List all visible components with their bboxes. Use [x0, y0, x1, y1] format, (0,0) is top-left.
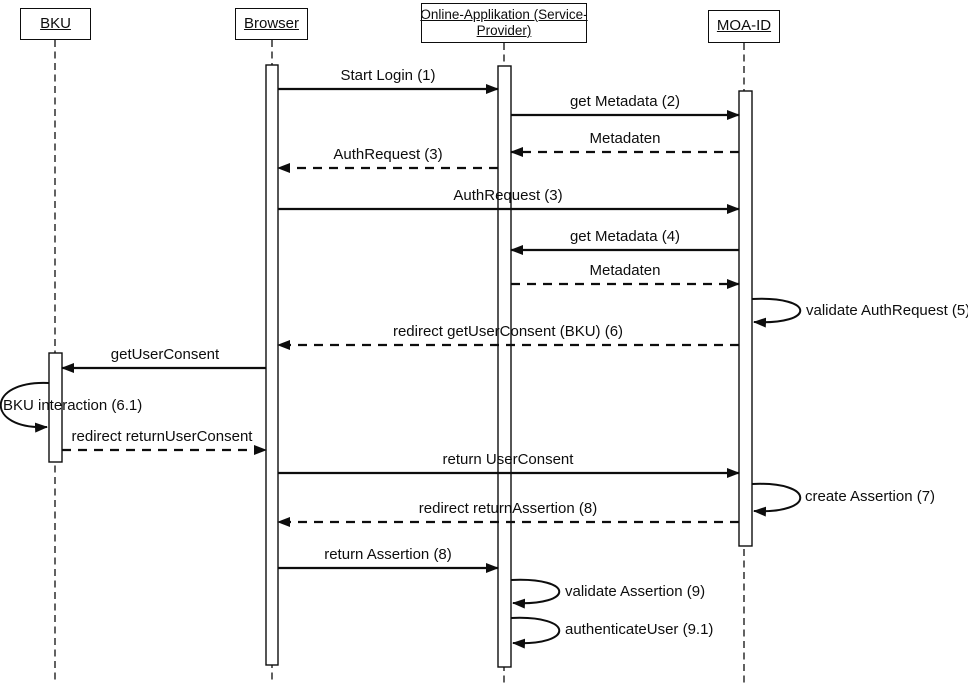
actor-box-oa: Online-Applikation (Service-Provider)	[420, 3, 588, 43]
message-label: redirect getUserConsent (BKU) (6)	[392, 323, 624, 340]
activation-bar-browser	[265, 64, 279, 666]
activation-bar-oa	[497, 65, 512, 668]
message-label: redirect returnUserConsent	[71, 428, 253, 445]
actor-label: Online-Applikation (Service-	[420, 6, 588, 22]
self-loop-arrow	[510, 616, 561, 649]
message-label: getUserConsent	[110, 346, 220, 363]
message-label: return Assertion (8)	[324, 546, 452, 563]
actor-box-bku: BKU	[20, 8, 91, 40]
message-label: Start Login (1)	[340, 67, 436, 84]
activation-bar-moa	[738, 90, 753, 547]
actor-label: Provider)	[476, 23, 532, 38]
message-label: AuthRequest (3)	[453, 187, 563, 204]
self-loop-label: authenticateUser (9.1)	[565, 621, 714, 638]
self-loop-label: validate AuthRequest (5)	[806, 302, 968, 319]
message-label: redirect returnAssertion (8)	[418, 500, 598, 517]
activation-bar-bku	[48, 352, 63, 463]
message-label: get Metadata (2)	[569, 93, 681, 110]
actor-box-browser: Browser	[235, 8, 308, 40]
actor-box-moa: MOA-ID	[708, 10, 780, 43]
message-label: get Metadata (4)	[569, 228, 681, 245]
self-loop-label: create Assertion (7)	[805, 488, 936, 505]
self-loop-arrow	[751, 482, 802, 517]
self-loop-arrow	[751, 297, 802, 328]
message-label: Metadaten	[589, 262, 661, 279]
message-label: return UserConsent	[442, 451, 574, 468]
actor-label: BKU	[40, 14, 71, 32]
self-loop-arrow	[510, 578, 561, 609]
actor-label: Browser	[243, 14, 299, 32]
self-loop-label: BKU interaction (6.1)	[3, 397, 143, 414]
self-loop-label: validate Assertion (9)	[565, 583, 706, 600]
self-loop-arrow	[0, 381, 50, 433]
message-label: Metadaten	[589, 130, 661, 147]
message-label: AuthRequest (3)	[333, 146, 443, 163]
actor-label: MOA-ID	[716, 17, 772, 35]
